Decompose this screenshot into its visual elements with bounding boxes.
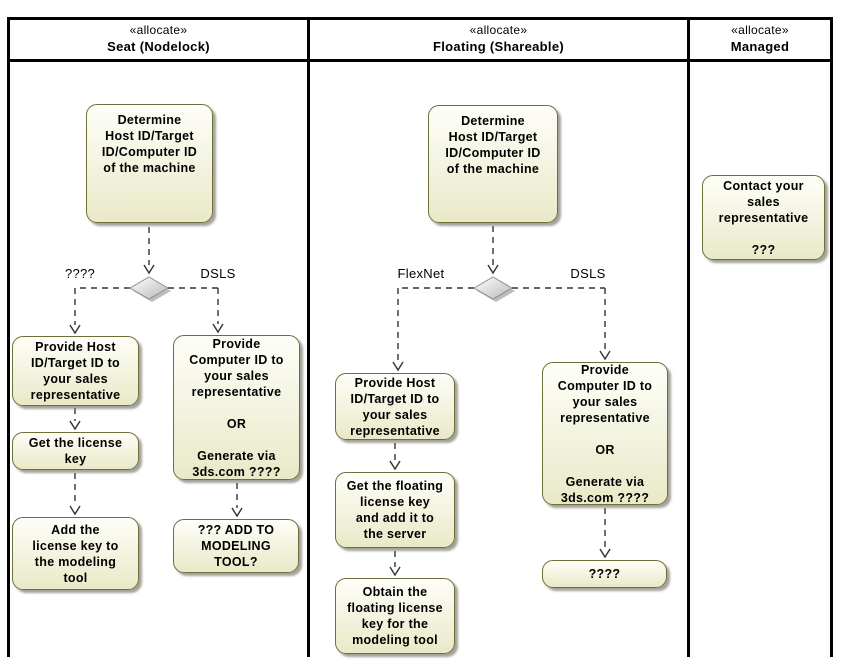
action-add-license-key: Add the license key to the modeling tool [12,517,139,590]
lane-border-right [830,60,833,657]
action-get-floating-license-key: Get the floating license key and add it … [335,472,455,548]
guard-label-floating-dsls: DSLS [570,266,606,281]
lane-header-floating: «allocate» Floating (Shareable) [307,17,690,62]
lane-title-managed: Managed [730,38,790,54]
action-contact-sales-representative: Contact your sales representative ??? [702,175,825,260]
action-provide-computer-id-floating: Provide Computer ID to your sales repres… [542,362,668,505]
lane-stereotype: «allocate» [731,23,789,38]
decision-diamond-shadow [477,280,515,302]
lane-title-seat: Seat (Nodelock) [107,38,210,54]
action-provide-computer-id-seat: Provide Computer ID to your sales repres… [173,335,300,480]
action-add-to-modeling-tool: ??? ADD TO MODELING TOOL? [173,519,299,573]
action-get-license-key: Get the license key [12,432,139,470]
guard-label-seat-left: ???? [64,266,96,281]
lane-divider-floating-managed [687,60,690,657]
action-determine-ids-seat: Determine Host ID/Target ID/Computer ID … [86,104,213,223]
lane-header-seat: «allocate» Seat (Nodelock) [7,17,310,62]
action-obtain-floating-license-key: Obtain the floating license key for the … [335,578,455,654]
guard-label-seat-dsls: DSLS [200,266,236,281]
lane-divider-seat-floating [307,60,310,657]
action-provide-host-id-seat: Provide Host ID/Target ID to your sales … [12,336,139,406]
action-provide-host-id-floating: Provide Host ID/Target ID to your sales … [335,373,455,440]
action-unknown-floating: ???? [542,560,667,588]
lane-border-left [7,60,10,657]
lane-title-floating: Floating (Shareable) [433,38,564,54]
decision-diamond-shadow [133,280,171,302]
action-determine-ids-floating: Determine Host ID/Target ID/Computer ID … [428,105,558,223]
guard-label-flexnet: FlexNet [397,266,445,281]
lane-stereotype: «allocate» [469,23,528,38]
lane-stereotype: «allocate» [129,23,188,38]
decision-diamond-seat [129,276,169,300]
decision-diamond-floating [473,276,513,300]
lane-header-managed: «allocate» Managed [687,17,833,62]
